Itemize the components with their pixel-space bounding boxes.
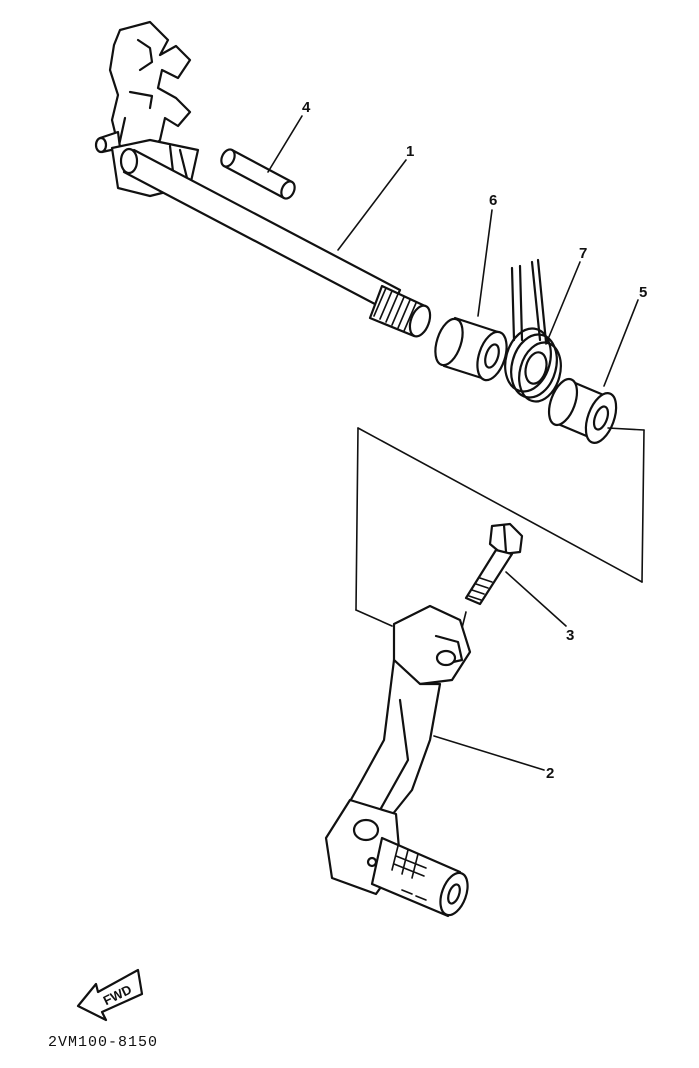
callout-1: 1	[406, 143, 414, 160]
assembly-reference-frame	[355, 427, 645, 627]
collar-part	[434, 316, 508, 382]
bolt-part	[461, 522, 524, 629]
shift-pedal-part	[324, 604, 472, 918]
callout-2: 2	[546, 765, 554, 782]
callout-4: 4	[302, 99, 311, 116]
torsion-spring-part	[504, 258, 562, 403]
callout-5: 5	[639, 284, 647, 301]
leader-lines	[267, 115, 639, 771]
shift-shaft-part	[94, 20, 432, 338]
callout-3: 3	[566, 627, 574, 644]
dowel-pin-part	[220, 148, 296, 200]
diagram-code: 2VM100-8150	[48, 1034, 158, 1051]
fwd-arrow-icon: FWD	[76, 968, 144, 1022]
callout-7: 7	[579, 245, 587, 262]
callout-labels: 1 2 3 4 5 6 7	[302, 99, 647, 782]
callout-6: 6	[489, 192, 497, 209]
oil-seal-part	[547, 377, 618, 444]
